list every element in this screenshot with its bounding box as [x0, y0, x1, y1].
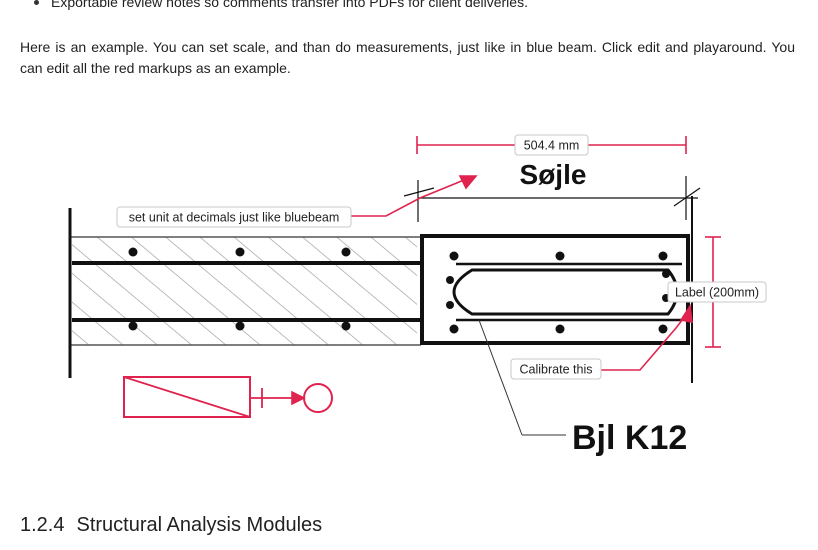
- callout-calibrate[interactable]: Calibrate this: [510, 358, 602, 380]
- section-number: 1.2.4: [20, 514, 65, 536]
- unit-note-arrowhead[interactable]: [458, 175, 478, 190]
- hatched-slab: [70, 236, 421, 346]
- bullet-item: Exportable review notes so comments tran…: [20, 0, 810, 11]
- callout-label[interactable]: Label (200mm): [667, 281, 767, 303]
- callout-measurement[interactable]: 504.4 mm: [514, 134, 589, 156]
- measurement-label: 504.4 mm: [524, 139, 580, 153]
- beam-title: Bjl K12: [572, 419, 687, 457]
- calibrate-arrowhead[interactable]: [679, 303, 693, 323]
- unit-note-text: set unit at decimals just like bluebeam: [129, 211, 340, 225]
- markup-drawing[interactable]: Bjl K12 Søjle 504.4 mm set unit at decim…: [36, 100, 776, 488]
- bullet-dot: [34, 0, 39, 5]
- markup-rectangle[interactable]: [123, 376, 251, 418]
- section-title: Structural Analysis Modules: [76, 514, 323, 536]
- markup-connector[interactable]: [250, 388, 292, 408]
- unit-note-leader[interactable]: [350, 179, 465, 217]
- markup-circle[interactable]: [303, 383, 333, 413]
- calibrate-leader[interactable]: [601, 314, 687, 371]
- column-title: Søjle: [520, 159, 587, 190]
- markup-rectangle-diagonal[interactable]: [123, 376, 251, 418]
- beam-leader: [478, 319, 566, 436]
- intro-paragraph: Here is an example. You can set scale, a…: [20, 39, 795, 76]
- bullet-text: Exportable review notes so comments tran…: [51, 0, 528, 10]
- label-callout-text: Label (200mm): [675, 286, 759, 300]
- markup-connector-arrowhead[interactable]: [291, 390, 306, 406]
- section-heading: 1.2.4 Structural Analysis Modules: [20, 514, 322, 537]
- calibrate-text: Calibrate this: [520, 363, 593, 377]
- callout-unit-note[interactable]: set unit at decimals just like bluebeam: [116, 206, 352, 228]
